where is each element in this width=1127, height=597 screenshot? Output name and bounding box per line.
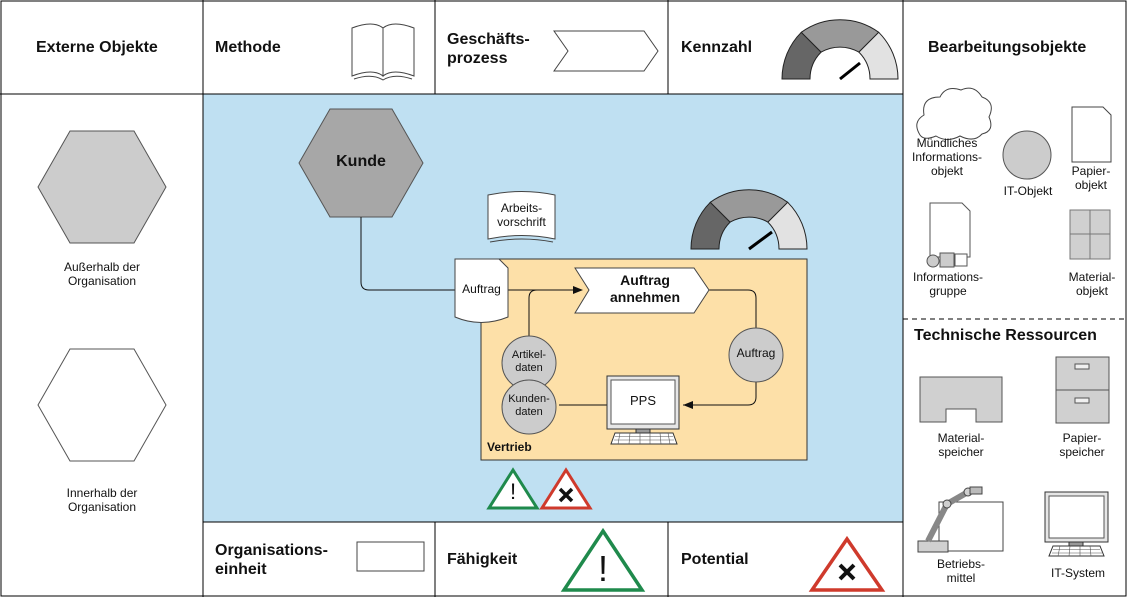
header-geschaeftsprozess-line2: prozess — [447, 50, 508, 68]
betriebsmittel-label: Betriebs- mittel — [921, 557, 1001, 586]
warning-triangle-icon — [560, 527, 646, 592]
material-storage-icon — [919, 376, 1003, 423]
materialspeicher-line1: Material- — [937, 431, 985, 445]
kundendaten-line1: Kunden- — [508, 393, 550, 405]
arrowhead-to-pps — [683, 401, 693, 409]
papierspeicher-line2: speicher — [1059, 444, 1105, 459]
papierobjekt-line2: objekt — [1074, 177, 1108, 192]
header-organisationseinheit-line1: Organisations- — [215, 542, 328, 559]
header-potential: Potential — [681, 551, 749, 568]
kennzahl-gauge-icon — [690, 189, 808, 251]
pps-computer-icon — [606, 375, 680, 445]
process-label: Auftrag annehmen — [595, 272, 695, 306]
hexagon-intern-icon — [37, 348, 167, 462]
header-technische-ressourcen: Technische Ressourcen — [914, 327, 1097, 344]
header-kennzahl: Kennzahl — [681, 39, 753, 56]
infogruppe-line1: Informations- — [912, 270, 984, 284]
auftrag-circle-label: Auftrag — [736, 346, 776, 360]
robot-machine-icon — [917, 486, 1004, 553]
artikeldaten-label: Artikel- daten — [502, 349, 556, 374]
kunde-label: Kunde — [336, 153, 386, 170]
papierobjekt-label: Papier- objekt — [1061, 164, 1121, 193]
it-objekt-label: IT-Objekt — [1003, 184, 1053, 198]
process-label-line2: annehmen — [609, 288, 680, 305]
artikeldaten-line1: Artikel- — [511, 349, 547, 361]
pps-label: PPS — [629, 393, 656, 408]
papierspeicher-label: Papier- speicher — [1044, 431, 1120, 460]
book-icon — [351, 23, 415, 81]
auftrag-document — [454, 258, 509, 323]
materialspeicher-line2: speicher — [938, 444, 984, 459]
it-system-computer-icon — [1044, 491, 1109, 557]
label-ausserhalb-line2: Organisation — [67, 273, 137, 288]
arbeitsvorschrift-line2: vorschrift — [497, 214, 546, 229]
label-innerhalb-line2: Organisation — [67, 499, 137, 514]
materialspeicher-label: Material- speicher — [921, 431, 1001, 460]
cloud-icon — [916, 87, 992, 140]
kundendaten-circle — [501, 379, 557, 435]
potential-x-icon — [558, 487, 574, 503]
muendliches-line2: Informations- — [911, 149, 983, 164]
kundendaten-label: Kunden- daten — [502, 393, 556, 418]
process-arrow-icon — [553, 30, 659, 72]
header-organisationseinheit-line2: einheit — [215, 561, 267, 579]
info-group-icon — [926, 202, 971, 268]
header-bearbeitungsobjekte: Bearbeitungsobjekte — [928, 39, 1087, 56]
header-organisationseinheit: Organisations- einheit — [215, 541, 328, 579]
infogruppe-label: Informations- gruppe — [905, 270, 991, 299]
grid-lines — [0, 0, 904, 597]
vertrieb-label: Vertrieb — [487, 440, 532, 454]
arrowhead-to-process — [573, 286, 583, 294]
potential-triangle-icon — [539, 467, 593, 510]
arbeitsvorschrift-label: Arbeits- vorschrift — [488, 201, 555, 230]
gauge-icon — [781, 19, 899, 81]
x-mark-icon — [838, 563, 856, 581]
kunde-hexagon — [298, 108, 424, 218]
material-object-icon — [1069, 209, 1111, 260]
header-faehigkeit: Fähigkeit — [447, 551, 518, 568]
label-ausserhalb-line1: Außerhalb der — [63, 260, 141, 274]
label-innerhalb: Innerhalb der Organisation — [40, 486, 164, 515]
exclamation-mark-icon: ! — [597, 548, 608, 589]
label-innerhalb-line1: Innerhalb der — [66, 486, 138, 500]
paper-object-icon — [1071, 106, 1112, 163]
muendliches-label: Mündliches Informations- objekt — [905, 136, 989, 178]
materialobjekt-line1: Material- — [1068, 270, 1116, 284]
header-externe-objekte: Externe Objekte — [36, 39, 158, 56]
header-methode: Methode — [215, 39, 281, 56]
label-ausserhalb: Außerhalb der Organisation — [40, 260, 164, 289]
kundendaten-line2: daten — [515, 405, 543, 418]
header-geschaeftsprozess: Geschäfts- prozess — [447, 30, 530, 68]
hazard-triangle-icon — [808, 535, 886, 592]
flow-connectors — [360, 217, 757, 406]
hexagon-extern-icon — [37, 130, 167, 244]
auftrag-data-circle — [728, 327, 784, 383]
papierobjekt-line1: Papier- — [1071, 164, 1111, 178]
it-system-label: IT-System — [1050, 566, 1105, 580]
faehigkeit-exclamation-icon: ! — [509, 479, 517, 504]
muendliches-line1: Mündliches — [916, 136, 978, 150]
betriebsmittel-line2: mittel — [946, 570, 976, 585]
header-geschaeftsprozess-line1: Geschäfts- — [447, 31, 530, 48]
betriebsmittel-line1: Betriebs- — [936, 557, 986, 571]
arbeitsvorschrift-book-icon — [487, 191, 556, 243]
faehigkeit-triangle-icon — [486, 467, 540, 510]
process-label-line1: Auftrag — [620, 272, 670, 288]
infogruppe-line2: gruppe — [929, 283, 967, 298]
it-objekt-circle-icon — [1002, 130, 1052, 180]
org-unit-icon — [356, 541, 425, 572]
auftrag-doc-label: Auftrag — [462, 282, 501, 296]
arbeitsvorschrift-line1: Arbeits- — [500, 201, 543, 215]
artikeldaten-line2: daten — [515, 361, 543, 374]
paper-storage-icon — [1055, 356, 1110, 424]
materialobjekt-label: Material- objekt — [1060, 270, 1124, 299]
papierspeicher-line1: Papier- — [1062, 431, 1102, 445]
muendliches-line3: objekt — [930, 163, 964, 178]
materialobjekt-line2: objekt — [1075, 283, 1109, 298]
auftrag-annehmen-process — [574, 267, 710, 314]
